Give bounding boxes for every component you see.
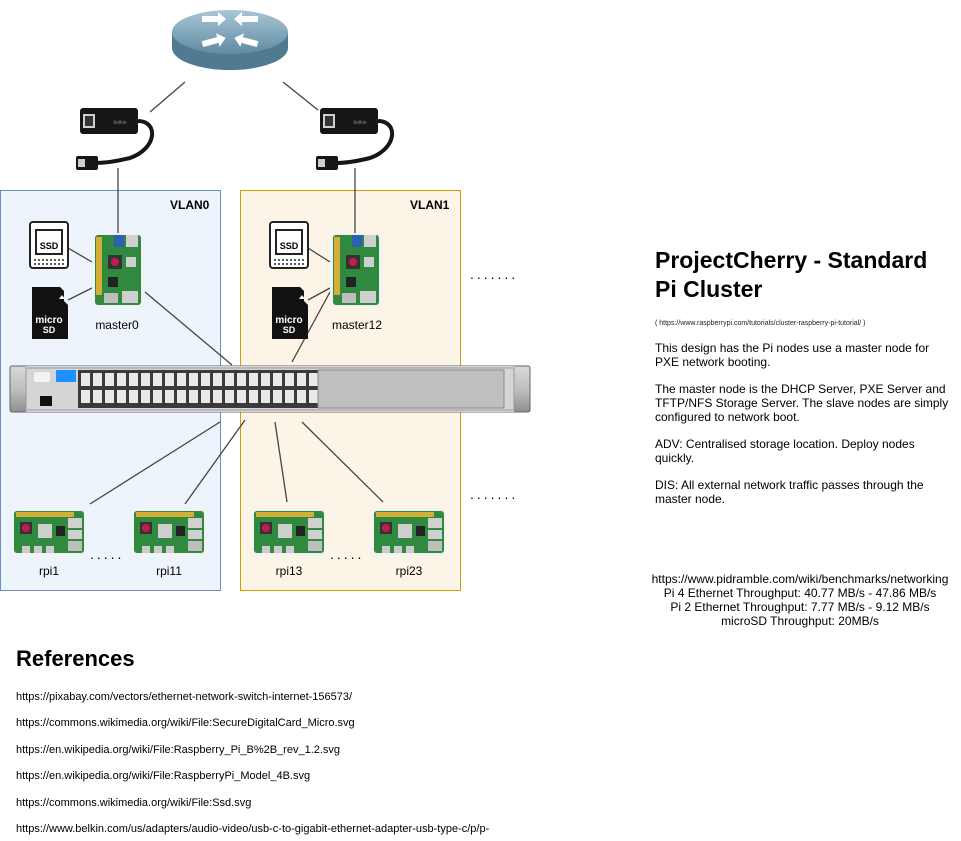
benchmark-line: Pi 2 Ethernet Throughput: 7.77 MB/s - 9.… xyxy=(670,600,930,614)
description-paragraph: This design has the Pi nodes use a maste… xyxy=(655,341,930,369)
switch-port xyxy=(249,390,258,403)
description-paragraph: ADV: Centralised storage location. Deplo… xyxy=(655,437,915,465)
switch-port xyxy=(81,390,90,403)
microsd-icon xyxy=(32,287,68,339)
switch-port xyxy=(297,373,306,386)
usb-ethernet-adapter-icon xyxy=(74,106,155,172)
raspberry-pi-icon xyxy=(330,233,382,307)
worker-node-label: rpi11 xyxy=(156,564,182,578)
ssd-label: SSD xyxy=(40,241,59,251)
switch-port xyxy=(165,390,174,403)
connection-lines xyxy=(67,81,384,505)
switch-port xyxy=(273,373,282,386)
microsd-icon xyxy=(272,287,308,339)
master-node-label: master12 xyxy=(331,318,383,332)
benchmark-line: Pi 4 Ethernet Throughput: 40.77 MB/s - 4… xyxy=(663,586,937,600)
switch-port xyxy=(297,390,306,403)
references-heading: References xyxy=(16,646,135,671)
master-node-label: master0 xyxy=(95,318,139,332)
switch-port xyxy=(165,373,174,386)
description-paragraph: The master node is the DHCP Server, PXE … xyxy=(655,382,949,424)
raspberry-pi-icon xyxy=(372,508,446,556)
reference-link: https://www.belkin.com/us/adapters/audio… xyxy=(16,823,490,835)
reference-link: https://pixabay.com/vectors/ethernet-net… xyxy=(16,691,353,703)
vlan0-title: VLAN0 xyxy=(170,198,210,212)
switch-port xyxy=(153,390,162,403)
switch-port xyxy=(201,390,210,403)
switch-port xyxy=(81,373,90,386)
ssd-label: SSD xyxy=(280,241,299,251)
switch-port xyxy=(261,390,270,403)
router-icon xyxy=(172,10,288,70)
switch-port xyxy=(129,390,138,403)
ellipsis: ....... xyxy=(470,486,519,502)
switch-port xyxy=(105,390,114,403)
usb-ethernet-adapter-icon xyxy=(314,106,395,172)
raspberry-pi-icon xyxy=(92,233,144,307)
switch-port xyxy=(309,390,318,403)
reference-link: https://commons.wikimedia.org/wiki/File:… xyxy=(16,797,252,809)
raspberry-pi-icon xyxy=(132,508,206,556)
title-url: ( https://www.raspberrypi.com/tutorials/… xyxy=(655,320,866,327)
switch-port xyxy=(93,373,102,386)
vlan1-title: VLAN1 xyxy=(410,198,450,212)
network-switch-icon xyxy=(9,365,531,413)
reference-link: https://en.wikipedia.org/wiki/File:Raspb… xyxy=(16,744,341,756)
switch-port xyxy=(273,390,282,403)
switch-port xyxy=(177,373,186,386)
ellipsis: ..... xyxy=(330,546,365,562)
switch-port xyxy=(225,390,234,403)
switch-port xyxy=(117,373,126,386)
switch-port xyxy=(261,373,270,386)
description-paragraph: DIS: All external network traffic passes… xyxy=(655,478,924,506)
switch-port xyxy=(117,390,126,403)
worker-node-label: rpi23 xyxy=(395,564,423,578)
switch-port xyxy=(249,373,258,386)
worker-node-label: rpi13 xyxy=(275,564,303,578)
switch-port xyxy=(129,373,138,386)
switch-port xyxy=(201,373,210,386)
worker-node-label: rpi1 xyxy=(38,564,59,578)
switch-port xyxy=(309,373,318,386)
reference-link: https://commons.wikimedia.org/wiki/File:… xyxy=(16,717,355,729)
switch-port xyxy=(189,390,198,403)
switch-port xyxy=(285,390,294,403)
switch-port xyxy=(237,373,246,386)
switch-port xyxy=(225,373,234,386)
switch-port xyxy=(141,373,150,386)
switch-port xyxy=(213,373,222,386)
switch-port xyxy=(93,390,102,403)
ellipsis: ..... xyxy=(90,546,125,562)
raspberry-pi-icon xyxy=(252,508,326,556)
switch-port xyxy=(285,373,294,386)
benchmark-line: https://www.pidramble.com/wiki/benchmark… xyxy=(651,572,949,586)
switch-port xyxy=(141,390,150,403)
ellipsis: ....... xyxy=(470,266,519,282)
switch-port xyxy=(189,373,198,386)
switch-port xyxy=(105,373,114,386)
switch-port xyxy=(237,390,246,403)
page-title: ProjectCherry - Standard Pi Cluster xyxy=(655,247,928,302)
raspberry-pi-icon xyxy=(12,508,86,556)
switch-port xyxy=(177,390,186,403)
switch-port xyxy=(153,373,162,386)
switch-port xyxy=(213,390,222,403)
benchmark-line: microSD Throughput: 20MB/s xyxy=(721,614,879,628)
benchmarks: https://www.pidramble.com/wiki/benchmark… xyxy=(630,572,961,628)
reference-link: https://en.wikipedia.org/wiki/File:Raspb… xyxy=(16,770,311,782)
